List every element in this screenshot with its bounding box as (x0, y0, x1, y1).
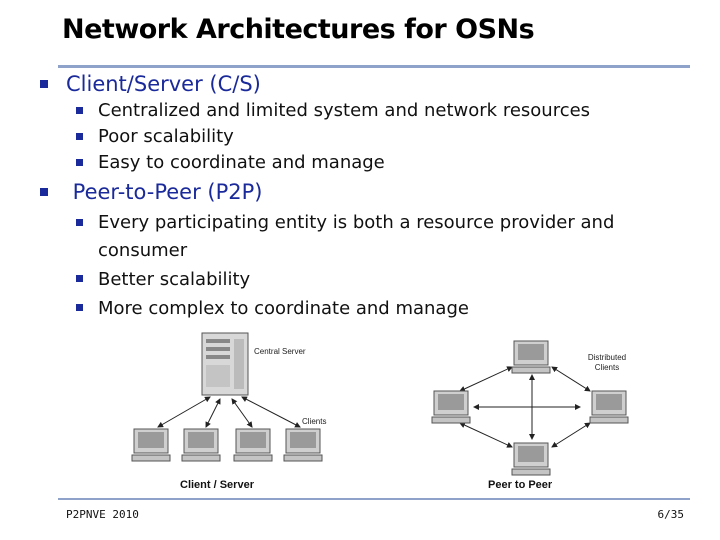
sub-bullet-label: Every participating entity is both a res… (98, 212, 615, 261)
square-bullet-icon (76, 133, 83, 140)
sub-bullet: Poor scalability (38, 124, 698, 150)
peer-computer-icon (511, 442, 551, 476)
title-divider (58, 65, 690, 68)
square-bullet-icon (76, 304, 83, 311)
bullet-peer-to-peer: Peer-to-Peer (P2P) (38, 178, 698, 206)
bullet-label: Client/Server (C/S) (66, 72, 261, 96)
footer-divider (58, 498, 690, 500)
sub-bullet: Better scalability (38, 265, 698, 294)
peer-computer-icon (511, 340, 551, 374)
sub-bullet: Every participating entity is both a res… (38, 209, 698, 265)
sub-bullet: Easy to coordinate and manage (38, 150, 698, 176)
server-icon (201, 332, 249, 396)
square-bullet-icon (40, 188, 48, 196)
client-computer-icon (233, 428, 273, 462)
square-bullet-icon (76, 275, 83, 282)
sub-bullet-label: Easy to coordinate and manage (98, 152, 385, 173)
sub-bullet-label: Centralized and limited system and netwo… (98, 100, 591, 121)
bullet-client-server: Client/Server (C/S) (38, 70, 698, 98)
peer-computer-icon (589, 390, 629, 424)
square-bullet-icon (76, 107, 83, 114)
bullet-label: Peer-to-Peer (P2P) (66, 180, 263, 204)
central-server-label: Central Server (254, 347, 306, 356)
peer-to-peer-figure (431, 340, 629, 476)
sub-bullet: Centralized and limited system and netwo… (38, 98, 698, 124)
peer-computer-icon (431, 390, 471, 424)
client-computer-icon (131, 428, 171, 462)
square-bullet-icon (76, 159, 83, 166)
page-number: 6/35 (657, 508, 685, 521)
client-server-figure (131, 332, 323, 462)
peer-to-peer-caption: Peer to Peer (488, 479, 553, 491)
distributed-clients-label: Distributed Clients (587, 353, 627, 372)
client-server-diagram: Central Server Clients Client / Server (130, 325, 350, 495)
square-bullet-icon (76, 219, 83, 226)
client-computer-icon (181, 428, 221, 462)
client-server-caption: Client / Server (180, 479, 254, 491)
square-bullet-icon (40, 80, 48, 88)
sub-bullet-label: More complex to coordinate and manage (98, 298, 469, 319)
clients-label: Clients (302, 417, 327, 426)
sub-bullet-label: Better scalability (98, 269, 251, 290)
peer-to-peer-diagram: Distributed Clients Peer to Peer (420, 335, 650, 495)
sub-bullet: More complex to coordinate and manage (38, 294, 698, 323)
footer-event: P2PNVE 2010 (66, 508, 139, 521)
bullet-list: Client/Server (C/S) Centralized and limi… (38, 70, 698, 323)
client-computer-icon (283, 428, 323, 462)
sub-bullet-label: Poor scalability (98, 126, 234, 147)
slide-title: Network Architectures for OSNs (62, 14, 535, 45)
